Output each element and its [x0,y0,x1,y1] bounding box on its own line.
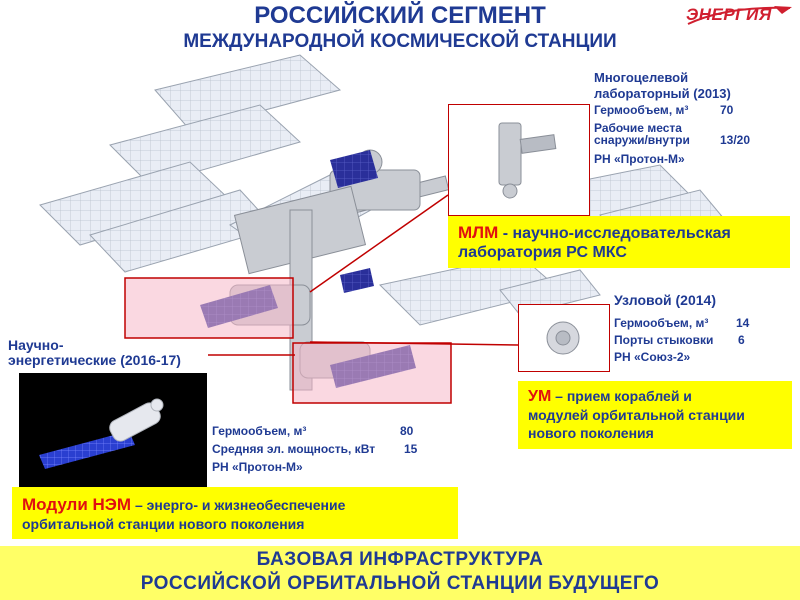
mlm-banner-abbr: МЛМ [458,223,499,242]
nem-title-line1: Научно- [8,337,64,353]
mlm-workplaces-label-1: Рабочие места [594,121,682,135]
um-leader-line [309,341,519,346]
mlm-workplaces-value: 13/20 [720,133,751,147]
um-banner: УМ – прием кораблей и модулей орбитально… [518,381,792,449]
nem-title: Научно- энергетические (2016-17) [8,338,181,368]
energia-logo: ЭНЕРГИЯ [686,4,794,28]
mlm-workplaces-label-2: снаружи/внутри [594,133,690,147]
nem-power-value: 15 [404,442,418,456]
um-volume-label: Гермообъем, м³ [614,316,709,330]
nem-highlight-bottom [292,342,452,404]
nem-highlight-top [124,277,294,339]
um-banner-abbr: УМ [528,388,552,405]
mlm-banner: МЛМ - научно-исследовательская лаборатор… [448,216,790,268]
nem-volume-label: Гермообъем, м³ [212,424,307,438]
nem-module-icon [39,398,164,469]
mlm-rocket: РН «Протон-М» [594,152,685,166]
mlm-volume-value: 70 [720,103,734,117]
mlm-title: Многоцелевой лабораторный (2013) [594,70,731,102]
um-banner-text-3: нового поколения [528,425,654,441]
nem-banner-text-2: орбитальной станции нового поколения [22,516,305,532]
mlm-title-line2: лабораторный (2013) [594,86,731,101]
um-banner-text-1: – прием кораблей и [551,388,692,404]
page-subtitle: МЕЖДУНАРОДНОЙ КОСМИЧЕСКОЙ СТАНЦИИ [183,31,617,52]
logo-swoosh-icon [687,6,792,25]
iss-illustration [39,54,726,404]
mlm-module-icon [498,122,557,199]
mlm-volume-label: Гермообъем, м³ [594,103,689,117]
um-banner-text-2: модулей орбитальной станции [528,407,745,423]
nem-power-label: Средняя эл. мощность, кВт [212,442,376,456]
mlm-specs: Гермообъем, м³ 70 Рабочие места снаружи/… [594,102,794,168]
mlm-inset-image [448,104,590,216]
mlm-title-line1: Многоцелевой [594,70,689,85]
um-volume-value: 14 [736,316,750,330]
logo-text: ЭНЕРГИЯ [686,5,772,24]
um-module-icon [546,321,580,355]
mlm-leader-line [309,194,449,293]
nem-title-line2: энергетические (2016-17) [8,352,181,368]
page-title: РОССИЙСКИЙ СЕГМЕНТ [254,2,546,29]
um-ports-value: 6 [738,333,745,347]
nem-banner-abbr: Модули НЭМ [22,495,132,514]
nem-rocket: РН «Протон-М» [212,460,303,474]
footer-line2: РОССИЙСКОЙ ОРБИТАЛЬНОЙ СТАНЦИИ БУДУЩЕГО [140,573,660,594]
nem-banner-text-1: – энерго- и жизнеобеспечение [131,497,346,513]
footer-band [0,546,800,600]
um-inset-image [518,304,610,372]
nem-inset-image [19,373,207,490]
mlm-banner-text-1: - научно-исследовательская [498,225,731,242]
footer-line1: БАЗОВАЯ ИНФРАСТРУКТУРА [256,549,544,570]
um-title: Узловой (2014) [614,292,716,308]
mlm-banner-text-2: лаборатория РС МКС [458,244,627,261]
nem-volume-value: 80 [400,424,414,438]
um-ports-label: Порты стыковки [614,333,714,347]
nem-banner: Модули НЭМ – энерго- и жизнеобеспечение … [12,487,458,539]
nem-specs: Гермообъем, м³ 80 Средняя эл. мощность, … [212,423,432,476]
um-rocket: РН «Союз-2» [614,350,691,364]
um-specs: Гермообъем, м³ 14 Порты стыковки 6 РН «С… [614,315,794,366]
